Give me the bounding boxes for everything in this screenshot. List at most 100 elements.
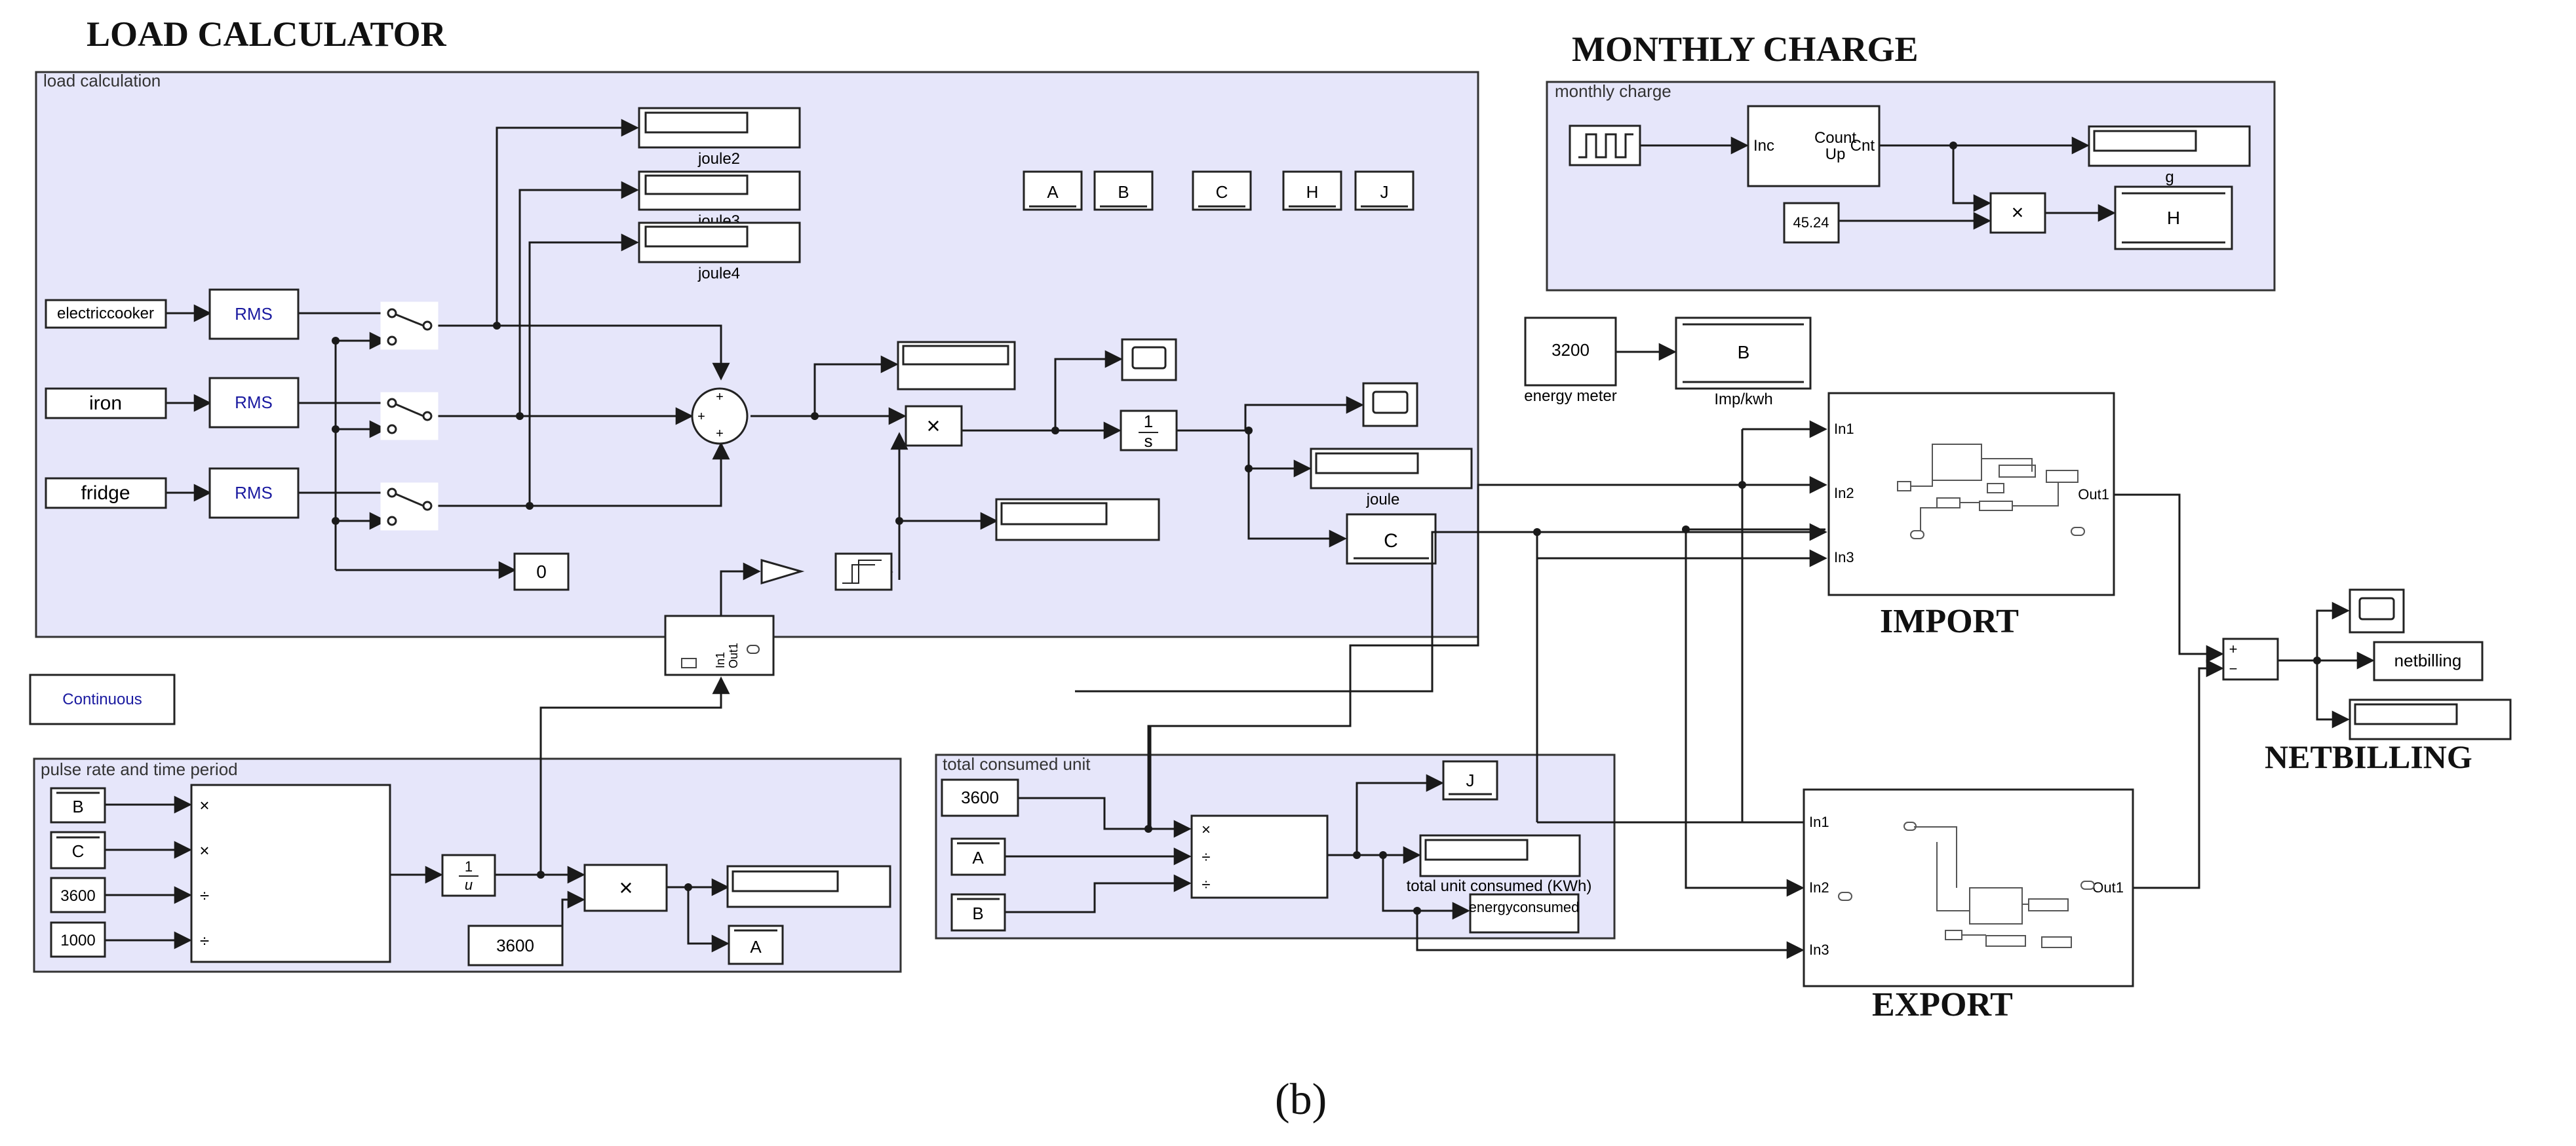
monthly-product-text: ×	[2012, 201, 2024, 224]
const-3600-pulse-2[interactable]: 3600	[467, 925, 564, 966]
export-subsystem[interactable]: In1 In2 In3 Out1	[1803, 788, 2134, 987]
const-3600-consumed[interactable]: 3600	[941, 778, 1019, 817]
pulse-display[interactable]	[726, 865, 891, 908]
display-joule4[interactable]: joule4	[638, 221, 801, 282]
counter-block[interactable]: Inc Count Up Cnt	[1747, 105, 1881, 187]
source-iron[interactable]: iron	[45, 387, 167, 419]
monthly-product[interactable]: ×	[1989, 192, 2046, 234]
source-fridge[interactable]: fridge	[45, 477, 167, 509]
const-3600-pulse-text: 3600	[60, 887, 95, 905]
goto-tag-c[interactable]: C	[1192, 170, 1252, 211]
from-a-consumed-text: A	[972, 848, 984, 868]
iron-text: iron	[89, 392, 122, 414]
display-g[interactable]: g	[2088, 125, 2251, 186]
counter-count: Count	[1814, 129, 1856, 147]
import-in1: In1	[1834, 421, 1854, 437]
relay-block[interactable]	[834, 552, 893, 591]
goto-tag-j-consumed[interactable]: J	[1442, 760, 1498, 801]
scope-1[interactable]	[1121, 338, 1177, 381]
switch-3[interactable]	[380, 482, 439, 531]
goto-tag-h-monthly[interactable]: H	[2114, 185, 2233, 250]
consumed-product[interactable]: × ÷ ÷	[1190, 814, 1329, 899]
from-tag-b-consumed[interactable]: B	[950, 893, 1006, 932]
electriccooker-text: electriccooker	[57, 305, 154, 322]
import-out1: Out1	[2078, 486, 2109, 503]
monthly-wires	[1640, 136, 2116, 230]
net-scope[interactable]	[2349, 588, 2405, 634]
goto-tag-b-imp[interactable]: B Imp/kwh	[1675, 316, 1812, 408]
pulse-product-block[interactable]: × × ÷ ÷	[190, 784, 391, 963]
goto-tag-b[interactable]: B	[1093, 170, 1154, 211]
display-joule3[interactable]: joule3	[638, 170, 801, 230]
gain-block[interactable]	[760, 559, 805, 585]
goto-tag-a[interactable]: A	[1023, 170, 1083, 211]
goto-tag-h[interactable]: H	[1282, 170, 1342, 211]
rms-block-3[interactable]: RMS	[208, 467, 300, 519]
export-in2: In2	[1809, 879, 1829, 896]
goto-tag-c-2[interactable]: C	[1346, 513, 1437, 565]
display-joule[interactable]: joule	[1310, 448, 1473, 508]
counter-cnt: Cnt	[1850, 137, 1875, 155]
switch-2[interactable]	[380, 392, 439, 440]
display-power[interactable]	[897, 341, 1016, 391]
goto-tag-a-pulse[interactable]: A	[728, 925, 784, 965]
zero-constant[interactable]: 0	[513, 552, 570, 591]
import-in3: In3	[1834, 549, 1854, 565]
zero-text: 0	[536, 562, 547, 582]
pulse-generator[interactable]	[1569, 124, 1641, 166]
sum-block[interactable]: + + +	[691, 387, 749, 445]
display-joule2[interactable]: joule2	[638, 107, 801, 168]
energy-meter-label: energy meter	[1524, 387, 1616, 405]
pulse-sub-out1: Out1	[727, 643, 740, 668]
display-total-unit[interactable]: total unit consumed (KWh)	[1407, 834, 1592, 895]
goto-h-monthly-text: H	[2167, 208, 2180, 228]
const-1000-pulse[interactable]: 1000	[50, 921, 106, 958]
sum-plus-top: +	[716, 390, 724, 404]
netbilling-title: NETBILLING	[2265, 738, 2472, 775]
export-in1: In1	[1809, 814, 1829, 830]
integrator-one: 1	[1144, 411, 1153, 431]
netbilling-ws-text: netbilling	[2394, 651, 2462, 670]
goto-b-imp-text: B	[1738, 342, 1750, 362]
from-c-text: C	[72, 841, 85, 861]
product-block[interactable]: ×	[905, 405, 963, 447]
scope-2[interactable]	[1362, 382, 1418, 427]
energy-meter-const[interactable]: 3200 energy meter	[1524, 316, 1617, 405]
net-minus: −	[2229, 660, 2238, 677]
from-tag-a-consumed[interactable]: A	[950, 837, 1006, 876]
net-display[interactable]	[2349, 698, 2512, 740]
total-unit-label: total unit consumed (KWh)	[1407, 877, 1592, 895]
import-subsystem[interactable]: In1 In2 In3 Out1	[1827, 392, 2115, 596]
net-sum-block[interactable]: + −	[2222, 638, 2279, 681]
goto-j-text: J	[1380, 182, 1389, 202]
display-lower[interactable]	[995, 498, 1160, 541]
source-electriccooker[interactable]: electriccooker	[45, 299, 167, 329]
import-export-wires	[1075, 420, 2375, 959]
goto-a-pulse-text: A	[750, 937, 762, 957]
goto-tag-j[interactable]: J	[1354, 170, 1415, 211]
rms-block-2[interactable]: RMS	[208, 377, 300, 429]
integrator-block[interactable]: 1 s	[1120, 410, 1178, 451]
reciprocal-block[interactable]: 1 u	[441, 854, 496, 897]
const-3600-pulse[interactable]: 3600	[50, 877, 106, 913]
goto-c2-text: C	[1384, 530, 1398, 552]
load-calculation-subsystem[interactable]	[35, 71, 1479, 638]
junction-dots	[332, 142, 2321, 915]
rms-block-1[interactable]: RMS	[208, 288, 300, 340]
from-tag-c[interactable]: C	[50, 831, 106, 869]
pulse-product-2[interactable]: ×	[583, 864, 668, 912]
goto-a-text: A	[1047, 182, 1059, 202]
pulse-subsystem-block[interactable]: In1 Out1	[664, 615, 775, 676]
switch-1[interactable]	[380, 301, 439, 350]
from-tag-b[interactable]: B	[50, 787, 106, 824]
to-workspace-energyconsumed[interactable]: energyconsumed	[1469, 893, 1580, 934]
to-workspace-netbilling[interactable]: netbilling	[2373, 641, 2484, 681]
pulse-op-1: ×	[199, 795, 209, 815]
counter-up: Up	[1825, 145, 1846, 163]
powergui-continuous[interactable]: Continuous	[29, 674, 176, 725]
from-b-consumed-text: B	[972, 904, 983, 923]
from-b-text: B	[72, 797, 83, 816]
const-3600-consumed-text: 3600	[961, 788, 999, 807]
const-45-24[interactable]: 45.24	[1783, 202, 1840, 244]
